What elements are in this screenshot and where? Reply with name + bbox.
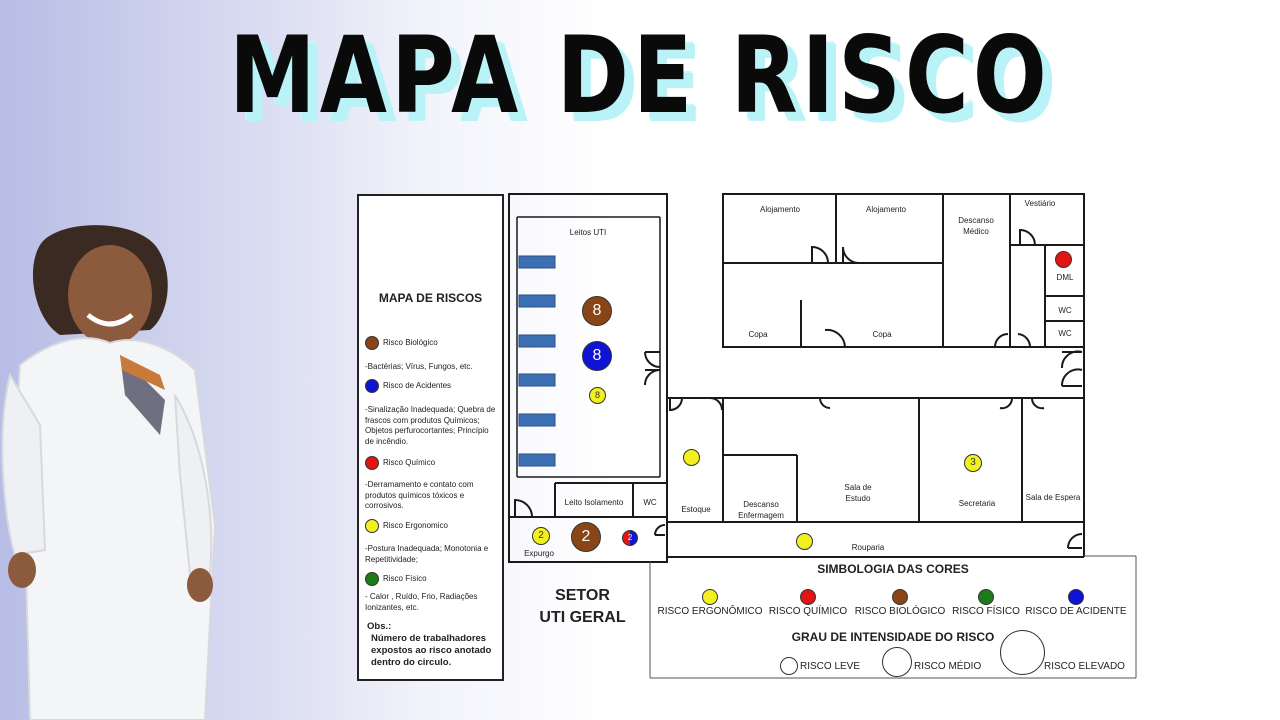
biologico-dot-icon [892,589,908,605]
room-secretaria: Secretaria [958,499,996,508]
bed-icon [518,453,556,467]
size-medio-label: RISCO MÉDIO [914,661,982,672]
room-leito-isolamento: Leito Isolamento [564,498,624,507]
intensity-title: GRAU DE INTENSIDADE DO RISCO [791,630,995,644]
uti-beds [518,255,556,467]
marker-expurgo-biologico: 2 [571,522,601,552]
room-wc: WC [643,498,657,507]
room-estoque: Estoque [681,505,711,514]
size-elevado-label: RISCO ELEVADO [1044,661,1125,672]
quimico-dot-icon [800,589,816,605]
legend-desc-acidentes: -Sinalização Inadequada; Quebra de frasc… [365,405,496,446]
legend-item-fisico: Risco Físico [365,572,498,586]
ergonomico-dot-icon [365,519,379,533]
bed-icon [518,294,556,308]
room-sala-espera: Sala de Espera [1025,493,1081,502]
room-sala-estudo: Sala de Estudo [844,483,872,503]
marker-dml-quimico [1055,251,1072,268]
symbol-quimico: RISCO QUÍMICO [766,589,850,617]
biologico-dot-icon [365,336,379,350]
symbol-fisico: RISCO FÍSICO [950,589,1022,617]
acidente-dot-icon [365,379,379,393]
legend-desc-fisico: - Calor , Ruído, Frio, Radiações Ionizan… [365,592,478,612]
sector-label: SETOR UTI GERAL [539,587,626,626]
bed-icon [518,373,556,387]
symbol-biologico: RISCO BIOLÓGICO [852,589,948,617]
room-dml: DML [1056,273,1074,282]
fisico-dot-icon [978,589,994,605]
legend-item-ergonomico: Risco Ergonomico [365,519,498,533]
symbol-ergonomico: RISCO ERGONÔMICO [656,589,764,617]
page-title: MAPA DE RISCO [229,14,1051,137]
bed-icon [518,334,556,348]
marker-leitos-acidente: 8 [582,341,612,371]
room-copa-1: Copa [748,330,768,339]
room-alojamento-1: Alojamento [759,205,801,214]
legend-obs: Obs.: Número de trabalhadores expostos a… [367,621,492,668]
marker-leitos-ergonomico: 8 [589,387,606,404]
room-expurgo: Expurgo [524,549,554,558]
marker-rouparia-ergonomico [796,533,813,550]
size-medio-icon [882,647,912,677]
room-copa-2: Copa [872,330,892,339]
size-leve-icon [780,657,798,675]
person-illustration [1,225,217,720]
legend-item-acidentes: Risco de Acidentes [365,379,498,393]
symbology-panel: SIMBOLOGIA DAS CORES RISCO ERGONÔMICO RI… [650,556,1136,678]
bed-icon [518,413,556,427]
room-descanso-enfermagem: Descanso Enfermagem [738,500,784,520]
marker-expurgo-quimico-acidente: 2 [622,530,638,546]
legend-desc-biologico: -Bactérias; Vírus, Fungos, etc. [365,362,473,371]
acidente-dot-icon [1068,589,1084,605]
marker-leitos-biologico: 8 [582,296,612,326]
room-wc-3: WC [1058,329,1072,338]
bed-icon [518,255,556,269]
legend-panel: MAPA DE RISCOS Risco Biológico -Bactéria… [357,194,504,681]
room-descanso-medico: Descanso Médico [958,216,994,236]
legend-item-quimico: Risco Químico [365,456,498,470]
room-alojamento-2: Alojamento [865,205,907,214]
legend-desc-ergonomico: -Postura Inadequada; Monotonia e Repetit… [365,544,489,564]
room-wc-2: WC [1058,306,1072,315]
quimico-dot-icon [365,456,379,470]
legend-title: MAPA DE RISCOS [378,291,483,305]
room-leitos-uti: Leitos UTI [569,228,607,237]
fisico-dot-icon [365,572,379,586]
room-rouparia: Rouparia [851,543,885,552]
size-elevado-icon [1000,630,1045,675]
legend-desc-quimico: -Derramamento e contato com produtos quí… [365,480,474,510]
ergonomico-dot-icon [702,589,718,605]
marker-estoque-ergonomico [683,449,700,466]
symbol-acidente: RISCO DE ACIDENTE [1024,589,1128,617]
legend-item-biologico: Risco Biológico [365,336,498,350]
room-vestiario: Vestiário [1024,199,1056,208]
size-leve-label: RISCO LEVE [800,661,861,672]
marker-secretaria-ergonomico: 3 [964,454,982,472]
symbology-title: SIMBOLOGIA DAS CORES [817,562,969,576]
marker-expurgo-ergonomico: 2 [532,527,550,545]
